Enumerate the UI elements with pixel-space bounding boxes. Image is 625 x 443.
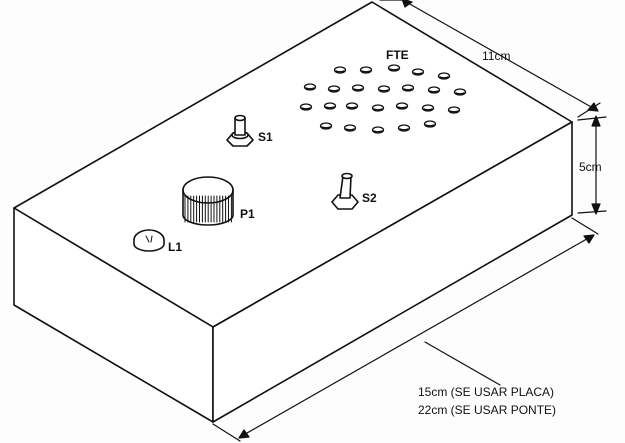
switch-s1-label: S1 [258,130,273,144]
switch-s1 [226,114,254,147]
switch-s2 [331,172,359,210]
height-dimension [577,115,607,215]
lamp-l1-label: L1 [168,240,182,254]
speaker-label: FTE [386,48,409,62]
box-side-face [212,121,573,423]
height-label: 5cm [579,160,602,174]
lamp-l1 [133,229,165,252]
length-label-plate: 15cm (SE USAR PLACA) [418,385,554,399]
length-dimension [212,217,599,442]
switch-s2-label: S2 [362,191,377,205]
speaker-grille [299,64,467,134]
knob-p1-label: P1 [240,207,255,221]
depth-dimension [379,0,601,118]
length-label-bridge: 22cm (SE USAR PONTE) [418,403,556,417]
knob-p1 [182,176,234,226]
depth-label: 11cm [482,49,510,63]
